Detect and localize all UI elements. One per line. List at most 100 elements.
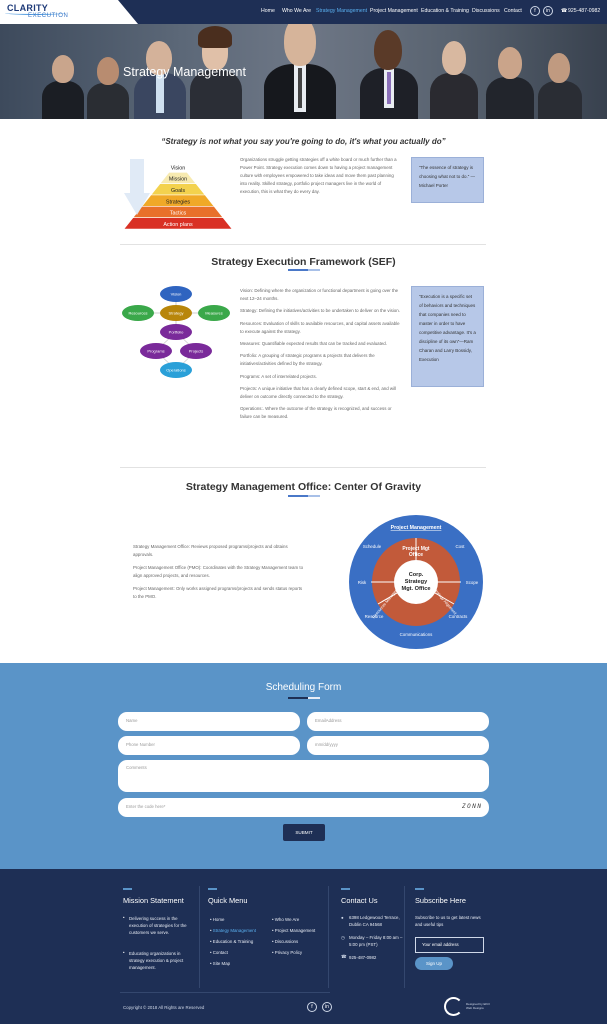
heading-accent [123, 888, 132, 890]
sef-title: Strategy Execution Framework (SEF) [211, 256, 396, 268]
outer-ring-item: Communications [400, 632, 434, 637]
title-underline [288, 697, 308, 699]
submit-button[interactable]: SUBMIT [283, 824, 325, 841]
designer-credit[interactable]: Designed by EKO Web Designs [466, 1002, 490, 1010]
sef-item: Vision: Defining where the organization … [240, 288, 399, 302]
date-input[interactable]: mm/dd/yyyy [307, 736, 489, 755]
quick-menu-link[interactable]: • Project Management [272, 928, 316, 933]
bullet-icon: • [272, 939, 275, 944]
facebook-icon[interactable]: f [530, 6, 540, 16]
sef-node [160, 362, 192, 378]
nav-discussions[interactable]: Discussions [472, 8, 500, 14]
contact-phone[interactable]: 925-487-0982 [349, 955, 377, 960]
porter-quote-box: “The essence of strategy is choosing wha… [411, 157, 484, 203]
quick-menu-link[interactable]: • Discussions [272, 939, 299, 944]
linkedin-icon[interactable]: in [543, 6, 553, 16]
quick-menu-link[interactable]: • Education & Training [210, 939, 254, 944]
bullet-icon: • [272, 928, 275, 933]
email-input[interactable]: EmailAddress [307, 712, 489, 731]
divider [120, 244, 486, 245]
quick-menu-title: Quick Menu [208, 896, 248, 905]
footer-facebook-icon[interactable]: f [307, 1002, 317, 1012]
sef-item: Programs: A set of interrelated projects… [240, 373, 317, 379]
sef-item: Operations:. Where the outcome of the st… [240, 406, 392, 420]
signup-button[interactable]: Sign Up [415, 957, 453, 970]
nav-project-management[interactable]: Project Management [370, 8, 418, 14]
nav-contact[interactable]: Contact [504, 8, 522, 14]
sef-node [198, 305, 230, 321]
location-icon: ● [341, 915, 344, 920]
logo-text-clarity: CLARITY [7, 3, 49, 13]
heading-accent [341, 888, 350, 890]
center-circle [394, 560, 438, 604]
outer-ring-item: Risk [358, 580, 367, 585]
footer-divider [199, 886, 200, 988]
sef-node [180, 343, 212, 359]
quick-menu-link[interactable]: • Privacy Policy [272, 950, 303, 955]
sef-item-list: Vision: Defining where the organization … [240, 287, 404, 426]
bullet-icon: • [272, 950, 275, 955]
comments-textarea[interactable]: Comments [118, 760, 489, 792]
quick-menu-link[interactable]: • Home [210, 917, 225, 922]
subscribe-email-input[interactable]: Your email address [415, 937, 484, 953]
quick-menu-link[interactable]: • Site Map [210, 961, 231, 966]
hero-person [536, 43, 584, 119]
outer-ring-item: Scope [466, 580, 479, 585]
sef-node-label: Measures [205, 311, 223, 316]
quick-menu-link[interactable]: • Strategy Management [210, 928, 256, 933]
sef-item: Projects: A unique initiative that has a… [240, 385, 396, 400]
eko-logo-icon[interactable] [444, 997, 463, 1016]
sef-item: Resources: Evaluation of skills to avail… [240, 320, 400, 334]
pyramid-level-label: Action plans [163, 222, 193, 228]
sef-item: Portfolio: A grouping of strategic progr… [240, 353, 375, 367]
bullet-icon: • [210, 950, 213, 955]
nav-strategy-management[interactable]: Strategy Management [316, 8, 368, 14]
bullet-icon: • [272, 917, 275, 922]
quick-menu-link[interactable]: • Contact [210, 950, 228, 955]
pyramid-level-label: Goals [171, 188, 185, 194]
contact-address: 6398 Ledgewood Terrace, Dublin CA 94568 [349, 915, 400, 927]
captcha-code: ZONN [462, 803, 483, 810]
bullet-icon: • [123, 950, 125, 955]
bullet-icon: • [210, 961, 213, 966]
hero-person [186, 24, 246, 119]
outer-ring-item: Contracts [449, 614, 469, 619]
form-title: Scheduling Form [265, 682, 342, 693]
captcha-input[interactable]: Enter the code here* [118, 798, 489, 817]
nav-who-we-are[interactable]: Who We Are [282, 8, 312, 14]
smo-title: Strategy Management Office: Center Of Gr… [185, 481, 422, 493]
smo-item-list: Strategy Management Office: Reviews prop… [133, 543, 305, 607]
footer-linkedin-icon[interactable]: in [322, 1002, 332, 1012]
mission-item: Delivering success in the execution of s… [129, 916, 187, 935]
sef-item: Strategy: Defining the initiatives/activ… [240, 308, 400, 314]
mission-item: Educating organizations in strategy exec… [129, 951, 184, 970]
divider [120, 467, 486, 468]
quick-menu-link[interactable]: • Who We Are [272, 917, 300, 922]
sef-node [160, 324, 192, 340]
phone-input[interactable]: Phone Number [118, 736, 300, 755]
sef-node-label: Operations [166, 368, 186, 373]
title-underline [308, 495, 320, 497]
logo-swoosh-icon [5, 11, 65, 15]
pyramid-level-label: Strategies [166, 199, 191, 205]
hero-person [484, 37, 536, 119]
hero-person [358, 24, 420, 119]
nav-education-training[interactable]: Education & Training [421, 8, 469, 14]
hero-banner [0, 24, 607, 119]
footer-divider [120, 992, 330, 993]
sef-node [140, 343, 172, 359]
logo-text-execution: EXECUTION [28, 13, 69, 19]
nav-home[interactable]: Home [261, 8, 275, 14]
outer-ring-label: Project Management [391, 525, 442, 531]
bullet-icon: • [123, 915, 125, 920]
name-input[interactable]: Name [118, 712, 300, 731]
footer-divider [404, 886, 405, 988]
header-phone[interactable]: 925-487-0982 [568, 8, 601, 14]
pyramid-level-label: Tactics [170, 211, 187, 217]
sef-node-label: Projects [189, 349, 203, 354]
sef-node [160, 286, 192, 302]
sef-node [160, 305, 192, 321]
